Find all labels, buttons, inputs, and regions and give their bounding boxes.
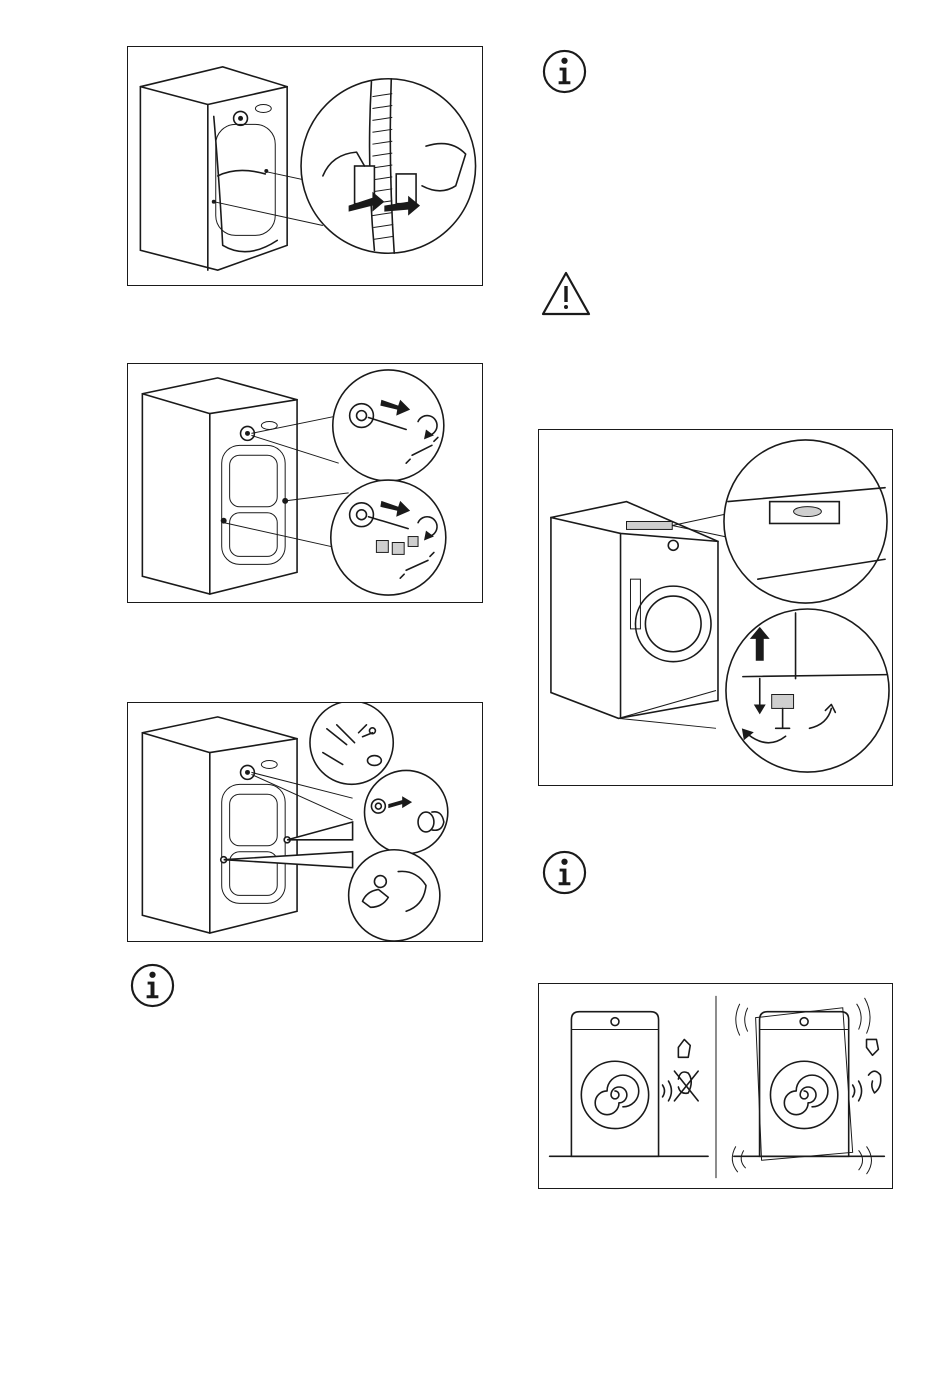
figure-vibration-comparison (538, 983, 893, 1189)
warning-triangle-icon (540, 270, 592, 318)
figure-insert-plastic-caps (127, 702, 483, 942)
figure-remove-transit-bolts (127, 363, 483, 603)
info-icon (541, 849, 588, 896)
info-icon (541, 48, 588, 95)
figure-remove-hose-clip (127, 46, 483, 286)
figure-leveling (538, 429, 893, 786)
info-icon (129, 962, 176, 1009)
